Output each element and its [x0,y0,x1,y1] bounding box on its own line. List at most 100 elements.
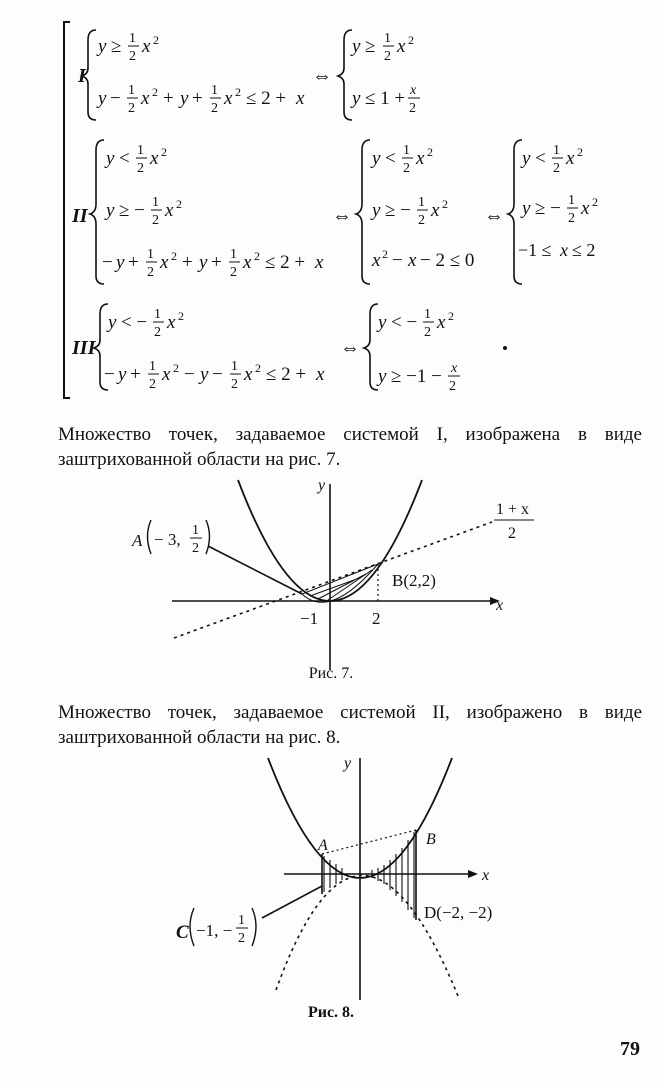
svg-text:y: y [376,366,387,387]
hatch-lines [309,569,373,601]
svg-text:1: 1 [147,247,154,262]
figure-8-caption: Рис. 8. [307,1004,355,1021]
svg-text:−1 ≤: −1 ≤ [518,240,552,260]
svg-text:−: − [104,364,115,385]
tick-2: 2 [372,609,381,628]
equiv-sign: ⇔ [312,65,332,87]
figure-7: x y A − 3, 1 2 B(2,2) −1 2 1 + x 2 [131,477,534,670]
svg-text:2: 2 [153,33,159,47]
svg-text:2: 2 [255,361,261,375]
svg-text:<: < [535,148,546,169]
svg-text:≥ −: ≥ − [385,200,411,221]
svg-text:y: y [104,200,115,221]
svg-text:2: 2 [409,101,416,116]
svg-text:2: 2 [147,265,154,280]
svg-text:−1, −: −1, − [196,921,232,940]
pointer-A [207,545,303,595]
point-A-label: A [131,531,143,550]
svg-text:x: x [371,250,381,271]
svg-text:1: 1 [230,247,237,262]
system-II-right-ineq-3: −1 ≤ x ≤ 2 [518,240,595,260]
svg-text:2: 2 [192,541,199,556]
system-II-ineq-1: y < 1 2 x 2 [104,143,167,176]
system-III-label: III [71,337,97,359]
dotted-line [173,521,493,639]
svg-text:<: < [385,148,396,169]
point-B-label: B [426,831,436,848]
svg-text:1: 1 [384,31,391,46]
lower-parabola [275,874,459,997]
point-B-label: B(2,2) [392,571,436,590]
svg-text:x: x [315,364,325,385]
svg-text:<: < [119,148,130,169]
svg-text:1: 1 [424,307,431,322]
svg-text:x: x [164,200,174,221]
svg-text:1: 1 [137,143,144,158]
hatch-left [323,856,343,892]
svg-text:2: 2 [442,197,448,211]
system-II-brace [87,139,105,285]
svg-text:y: y [106,312,117,333]
svg-text:x: x [314,252,324,273]
svg-text:2: 2 [382,247,388,261]
svg-text:≤ 2 +: ≤ 2 + [265,252,305,273]
system-II-ineq-2: y ≥ − 1 2 x 2 [104,195,182,228]
system-III-ineq-1: y < − 1 2 x 2 [106,307,184,340]
svg-text:≤ 2: ≤ 2 [572,240,595,260]
svg-text:x: x [243,364,253,385]
ink-dot [503,346,507,350]
system-I-right-ineq-1: y ≥ 1 2 x 2 [350,31,414,64]
svg-text:1: 1 [192,523,199,538]
x-axis-label: x [495,597,503,614]
svg-text:2: 2 [137,161,144,176]
svg-text:x: x [295,88,305,109]
system-I-ineq-2: y − 1 2 x 2 + y + 1 2 x 2 ≤ 2 + x [96,83,305,116]
svg-text:y: y [520,198,531,219]
svg-text:−: − [212,364,223,385]
svg-text:x: x [223,88,233,109]
outer-bracket [63,21,70,399]
system-II-mid-ineq-2: y ≥ − 1 2 x 2 [370,195,448,228]
line-label-denominator: 2 [508,525,516,542]
svg-text:2: 2 [231,377,238,392]
svg-text:−: − [102,252,113,273]
svg-text:+: + [130,364,141,385]
svg-text:x: x [407,250,417,271]
svg-text:y: y [350,88,361,109]
tick-minus-1: −1 [300,609,318,628]
shaded-region [301,563,379,603]
svg-text:1: 1 [403,143,410,158]
svg-text:≥ −: ≥ − [535,198,561,219]
svg-text:−: − [110,88,121,109]
y-axis-label: y [342,755,352,772]
svg-text:2: 2 [568,211,575,226]
pointer-C [261,885,323,919]
svg-text:x: x [430,200,440,221]
svg-text:≤ 1 +: ≤ 1 + [365,88,405,109]
system-I-ineq-1: y ≥ 1 2 x 2 [96,31,159,64]
chord-AB [321,829,417,855]
page-number: 79 [620,1038,640,1060]
svg-text:x: x [409,83,417,98]
system-II-mid-brace [353,139,371,285]
svg-text:x: x [140,88,150,109]
equiv-sign: ⇔ [332,205,352,227]
svg-text:2: 2 [176,197,182,211]
svg-text:< −: < − [121,312,147,333]
svg-text:x: x [565,148,575,169]
svg-text:2: 2 [449,379,456,394]
svg-text:2: 2 [254,249,260,263]
svg-text:≥ −1 −: ≥ −1 − [391,366,442,387]
svg-text:2: 2 [129,49,136,64]
svg-text:x: x [161,364,171,385]
system-I-right-brace [335,29,353,121]
svg-text:2: 2 [128,101,135,116]
svg-text:y: y [520,148,531,169]
svg-text:x: x [415,148,425,169]
svg-text:1: 1 [149,359,156,374]
svg-text:2: 2 [418,213,425,228]
equation-systems: I y ≥ 1 2 x 2 y − 1 2 x 2 + y + 1 2 x 2 … [63,21,598,399]
svg-text:2: 2 [171,249,177,263]
svg-text:2: 2 [403,161,410,176]
svg-text:y: y [198,364,209,385]
